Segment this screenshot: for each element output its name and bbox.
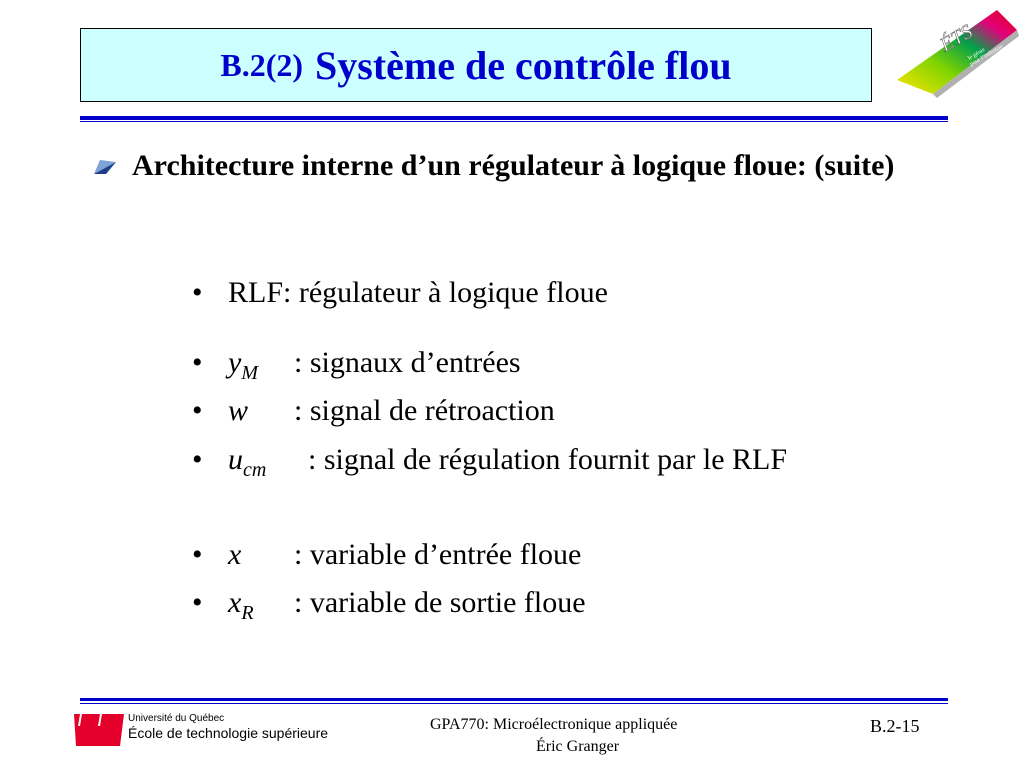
section-heading: Architecture interne d’un régulateur à l… bbox=[132, 149, 895, 182]
bullet: • bbox=[192, 276, 203, 309]
bullet: • bbox=[192, 394, 203, 427]
top-rule bbox=[80, 116, 948, 120]
symbol: yM bbox=[228, 346, 258, 384]
ets-logo-banner bbox=[897, 10, 1017, 94]
school-name: École de technologie supérieure bbox=[128, 725, 329, 741]
uq-logo bbox=[74, 714, 124, 746]
symbol: xR bbox=[228, 586, 254, 624]
symbol-description: : signal de rétroaction bbox=[294, 394, 555, 427]
bottom-rule-thin bbox=[80, 703, 948, 704]
university-name: Université du Québec bbox=[128, 713, 225, 724]
bullet: • bbox=[192, 586, 203, 619]
symbol: w bbox=[228, 394, 249, 427]
footer-course: GPA770: Microélectronique appliquée bbox=[430, 716, 678, 733]
bullet: • bbox=[192, 538, 203, 571]
symbol: ucm bbox=[228, 443, 267, 481]
symbol-description: : signal de régulation fournit par le RL… bbox=[308, 443, 788, 476]
slide-title-prefix: B.2(2) bbox=[220, 46, 304, 83]
top-rule-thin bbox=[80, 121, 948, 122]
ets-logo: ÉTS le génie pour l’industrie bbox=[897, 10, 1019, 98]
slide-title: Système de contrôle flou bbox=[315, 42, 732, 88]
bottom-rule bbox=[80, 698, 948, 701]
symbol-description: : variable d’entrée floue bbox=[294, 538, 582, 571]
ets-logo-shadow bbox=[933, 30, 1019, 98]
symbol-description: : variable de sortie floue bbox=[294, 586, 586, 619]
bullet: • bbox=[192, 443, 203, 476]
list-item-text: RLF: régulateur à logique floue bbox=[228, 276, 608, 309]
symbol: x bbox=[228, 538, 242, 571]
slide-title-box: B.2(2) Système de contrôle flou bbox=[80, 28, 872, 102]
heading-bullet-arrow-icon bbox=[94, 160, 116, 174]
symbol-description: : signaux d’entrées bbox=[294, 346, 521, 379]
bullet: • bbox=[192, 346, 203, 379]
footer-author: Éric Granger bbox=[536, 738, 620, 755]
page-number: B.2-15 bbox=[870, 716, 920, 736]
